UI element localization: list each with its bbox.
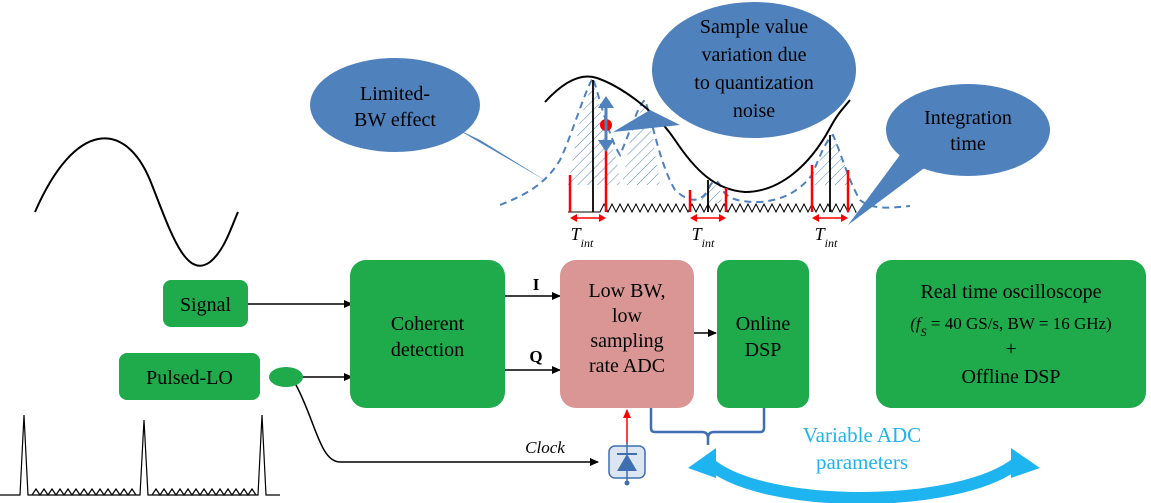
scope-line-3: + bbox=[1005, 338, 1016, 360]
sample-tooth-baseline bbox=[568, 202, 857, 214]
adc-label-2: low bbox=[612, 305, 643, 327]
callout-limited-bw: Limited- BW effect bbox=[310, 58, 548, 182]
pulsed-lo-label: Pulsed-LO bbox=[146, 367, 233, 389]
scope-line-4: Offline DSP bbox=[961, 366, 1060, 388]
i-label: I bbox=[533, 275, 540, 294]
variable-adc-label-1: Variable ADC bbox=[803, 423, 921, 447]
adc-label-3: sampling bbox=[590, 330, 663, 352]
coherent-label-1: Coherent bbox=[391, 313, 465, 335]
hatch-region-3 bbox=[700, 182, 722, 203]
coherent-label-2: detection bbox=[391, 339, 464, 361]
variable-adc-double-arrow bbox=[688, 448, 1040, 503]
adc-label-4: rate ADC bbox=[589, 355, 665, 377]
variable-adc-label-2: parameters bbox=[816, 450, 908, 474]
callout-quant-2: variation due bbox=[702, 44, 807, 66]
coherent-detection-block[interactable] bbox=[350, 260, 505, 408]
callout-integration-2: time bbox=[950, 133, 986, 155]
scope-line-2: (fS = 40 GS/s, BW = 16 GHz) bbox=[910, 314, 1111, 339]
callout-quant-3: to quantization bbox=[694, 72, 813, 94]
oscilloscope-block[interactable] bbox=[876, 260, 1146, 408]
signal-label: Signal bbox=[180, 294, 232, 316]
adc-dsp-bracket bbox=[649, 408, 766, 445]
callout-quantization: Sample value variation due to quantizati… bbox=[613, 2, 856, 138]
callout-integration: Integration time bbox=[848, 84, 1050, 225]
callout-integration-1: Integration bbox=[924, 107, 1012, 129]
t-int-arrows bbox=[570, 214, 848, 222]
t-int-label-3: Tint bbox=[815, 224, 838, 250]
sample-pulses bbox=[592, 80, 831, 212]
callout-limited-bw-1: Limited- bbox=[360, 83, 430, 105]
hatch-region-4 bbox=[812, 137, 852, 185]
pulse-train bbox=[0, 414, 280, 497]
hatch-region-2 bbox=[622, 102, 660, 185]
scope-line-1: Real time oscilloscope bbox=[920, 281, 1101, 303]
signal-block[interactable] bbox=[163, 280, 248, 327]
lo-splitter bbox=[269, 367, 303, 387]
q-label: Q bbox=[529, 347, 542, 366]
online-dsp-label-1: Online bbox=[736, 313, 791, 335]
adc-block[interactable] bbox=[560, 260, 694, 408]
adc-label-1: Low BW, bbox=[588, 280, 665, 302]
clock-path bbox=[295, 384, 599, 466]
online-dsp-label-2: DSP bbox=[745, 339, 782, 361]
t-int-label-2: Tint bbox=[692, 224, 715, 250]
clock-label: Clock bbox=[525, 438, 565, 457]
online-dsp-block[interactable] bbox=[717, 260, 809, 408]
photodiode-icon bbox=[617, 442, 637, 486]
filtered-waveform-dashed bbox=[499, 75, 911, 209]
callout-quant-1: Sample value bbox=[700, 16, 808, 38]
pulsed-lo-block[interactable] bbox=[119, 353, 260, 400]
quantization-arrow bbox=[598, 96, 614, 152]
callout-quant-4: noise bbox=[733, 100, 775, 122]
t-int-label-1: Tint bbox=[571, 224, 594, 250]
signal-sine-wave bbox=[34, 137, 239, 267]
callout-limited-bw-2: BW effect bbox=[354, 109, 436, 131]
hatch-region-1 bbox=[568, 80, 620, 185]
reference-sine-wave bbox=[544, 75, 851, 194]
